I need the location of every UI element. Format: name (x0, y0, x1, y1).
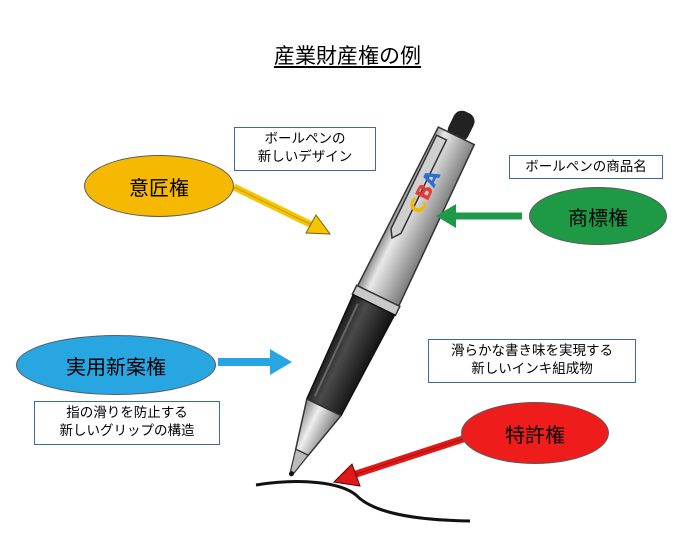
arrow-utility-model (218, 349, 292, 375)
utility-model-right-ellipse: 実用新案権 (16, 335, 216, 395)
utility-model-note-line-2: 新しいグリップの構造 (59, 423, 195, 439)
arrow-patent (332, 434, 468, 487)
design-note-line-2: 新しいデザイン (257, 149, 353, 165)
arrow-design (232, 183, 332, 235)
utility-model-note-line-1: 指の滑りを防止する (66, 405, 188, 421)
utility-model-note-box: 指の滑りを防止する 新しいグリップの構造 (34, 401, 220, 445)
arrow-trademark (436, 204, 522, 228)
page-title: 産業財産権の例 (274, 44, 421, 68)
ink-line (255, 480, 471, 523)
patent-note-box: 滑らかな書き味を実現する 新しいインキ組成物 (428, 339, 636, 383)
patent-note-line-2: 新しいインキ組成物 (471, 361, 593, 377)
patent-note-line-1: 滑らかな書き味を実現する (451, 343, 613, 359)
patent-right-ellipse: 特許権 (461, 402, 609, 464)
trademark-note-text: ボールペンの商品名 (525, 159, 647, 175)
design-note-line-1: ボールペンの (264, 131, 346, 147)
design-right-ellipse: 意匠権 (84, 155, 234, 217)
ballpoint-pen: A B C (288, 110, 476, 477)
trademark-right-ellipse: 商標権 (529, 187, 667, 245)
design-note-box: ボールペンの 新しいデザイン (234, 127, 376, 171)
trademark-note-box: ボールペンの商品名 (509, 155, 663, 179)
